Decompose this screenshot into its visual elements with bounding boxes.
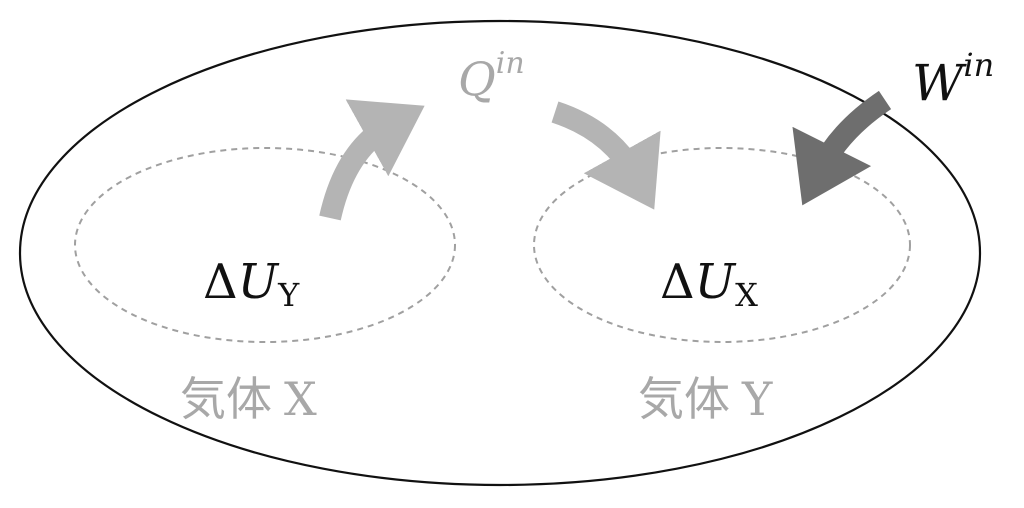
w-in-label: Win	[912, 46, 994, 112]
gas-y-region	[533, 147, 911, 343]
work-in-arrow	[792, 90, 892, 206]
delta-u-x-label: ΔUX	[660, 254, 758, 314]
system-boundary	[18, 19, 982, 487]
q-in-label: Qin	[458, 46, 525, 106]
heat-in-arrow	[551, 101, 661, 210]
delta-u-y-label: ΔUY	[203, 254, 300, 314]
heat-out-arrow	[319, 99, 425, 221]
gas-x-region	[74, 147, 456, 343]
